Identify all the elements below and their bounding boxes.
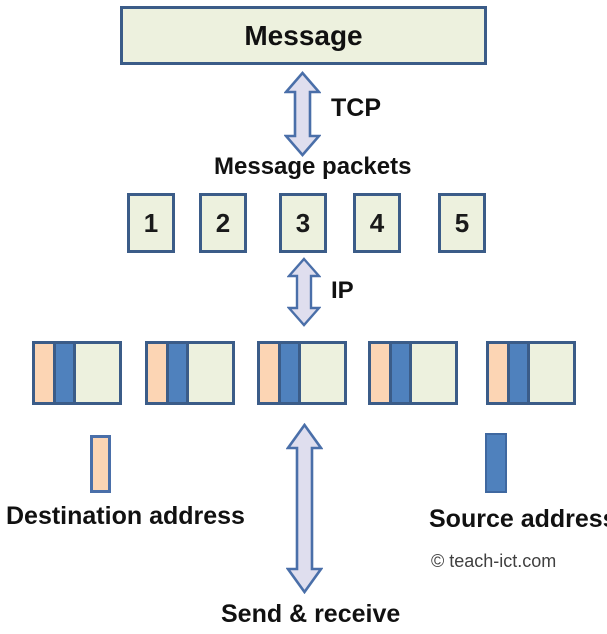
destination-address-segment (260, 344, 281, 402)
packet-payload-segment (76, 344, 119, 402)
addressed-packet-3 (257, 341, 347, 405)
packet-payload-segment (412, 344, 455, 402)
destination-address-segment (489, 344, 510, 402)
copyright-text: © teach-ict.com (431, 551, 557, 571)
packet-number-2: 2 (215, 207, 231, 238)
packet-payload-segment (530, 344, 573, 402)
packet-number-1: 1 (143, 207, 159, 238)
packet-number-3: 3 (295, 207, 311, 238)
ip-label: IP (331, 277, 354, 304)
addressed-packet-4 (368, 341, 458, 405)
packet-number-5: 5 (454, 207, 470, 238)
tcp-label: TCP (331, 94, 381, 122)
destination-address-segment (371, 344, 392, 402)
source-address-swatch (485, 433, 507, 493)
source-address-segment (510, 344, 530, 402)
ip-double-arrow-icon (287, 257, 321, 327)
message-label: Message (244, 19, 363, 51)
packet-payload-segment (301, 344, 344, 402)
packet-number-box-5: 5 (438, 193, 486, 253)
destination-address-segment (35, 344, 56, 402)
tcp-double-arrow-icon (284, 71, 321, 157)
packet-number-box-3: 3 (279, 193, 327, 253)
source-address-label: Source address (429, 505, 607, 533)
source-address-segment (392, 344, 412, 402)
addressed-packet-5 (486, 341, 576, 405)
message-box: Message (120, 6, 487, 65)
destination-address-swatch (90, 435, 111, 493)
addressed-packet-1 (32, 341, 122, 405)
source-address-segment (281, 344, 301, 402)
send-receive-double-arrow-icon (286, 423, 323, 594)
destination-address-segment (148, 344, 169, 402)
message-packets-title: Message packets (214, 153, 412, 180)
source-address-segment (56, 344, 76, 402)
packet-number-box-4: 4 (353, 193, 401, 253)
source-address-segment (169, 344, 189, 402)
addressed-packet-2 (145, 341, 235, 405)
packet-payload-segment (189, 344, 232, 402)
packet-number-box-2: 2 (199, 193, 247, 253)
destination-address-label: Destination address (6, 502, 245, 530)
send-receive-label: Send & receive (221, 600, 401, 628)
packet-number-box-1: 1 (127, 193, 175, 253)
packet-number-4: 4 (369, 207, 385, 238)
